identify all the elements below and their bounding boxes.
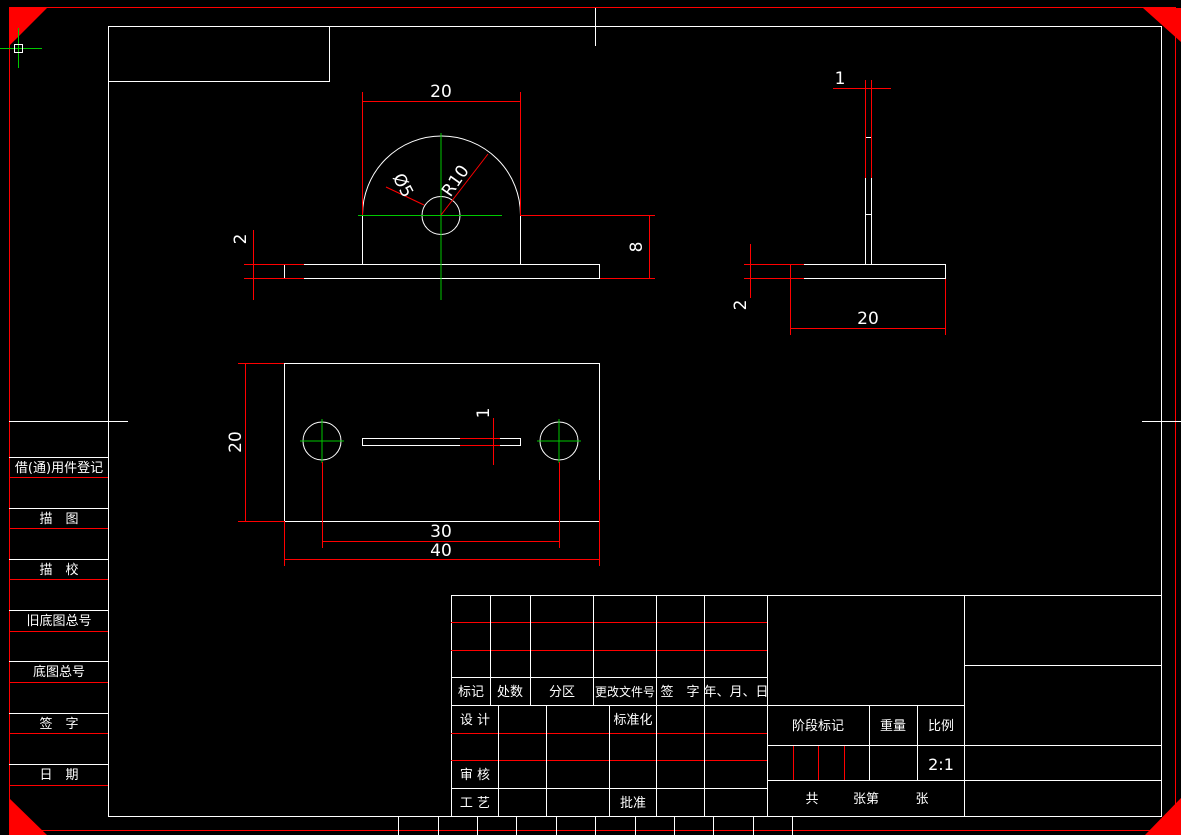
corner-mark-bottom-left: [9, 798, 47, 835]
top-dim-height: 20: [226, 431, 246, 453]
label-stage-mark: 阶段标记: [792, 719, 844, 734]
top-dim-hole-spacing: 30: [430, 522, 452, 542]
sheet-border: [9, 7, 1181, 835]
corner-mark-top-left: [9, 8, 47, 46]
label-sheets-unit: 张: [915, 792, 928, 807]
front-dim-thickness: 2: [231, 234, 251, 245]
corner-mark-top-right: [1143, 8, 1181, 42]
label-design: 设 计: [460, 713, 490, 728]
label-standardize: 标准化: [613, 713, 652, 728]
corner-mark-bottom-right: [1145, 798, 1181, 835]
rev-header-doc: 更改文件号: [595, 684, 655, 699]
rev-header-count: 处数: [497, 685, 523, 700]
left-item-drawing: 描 图: [39, 512, 78, 527]
label-approve: 批准: [620, 796, 646, 811]
side-view: 1 2 20: [731, 69, 946, 335]
left-item-registration: 借(通)用件登记: [15, 461, 103, 476]
rev-header-sign: 签 字: [660, 684, 699, 700]
left-item-base-number: 底图总号: [33, 664, 85, 680]
left-item-signature: 签 字: [39, 716, 78, 732]
value-scale: 2:1: [928, 755, 954, 774]
label-weight: 重量: [880, 718, 906, 734]
rev-header-zone: 分区: [549, 685, 575, 700]
left-item-old-number: 旧底图总号: [26, 613, 91, 629]
left-item-check: 描 校: [39, 562, 78, 578]
side-dim-plate: 1: [835, 69, 846, 89]
rev-header-mark: 标记: [458, 685, 484, 700]
rev-header-date: 年、月、日: [703, 685, 768, 700]
top-dim-slot: 1: [474, 408, 494, 419]
label-process: 工 艺: [460, 796, 490, 811]
top-dim-length: 40: [430, 541, 452, 561]
side-dim-width: 20: [857, 309, 879, 329]
front-dim-width: 20: [430, 82, 452, 102]
crosshair-cursor-icon: [0, 28, 42, 68]
label-sheets-index: 张第: [853, 792, 879, 807]
title-block: 标记 处数 分区 更改文件号 签 字 年、月、日 设 计 标准化 审 核 工 艺…: [398, 595, 1162, 835]
side-dim-thickness: 2: [731, 300, 751, 311]
front-dim-height: 8: [627, 242, 647, 253]
top-view: 20 1 30 40: [226, 363, 600, 566]
front-dim-radius: R10: [438, 162, 474, 201]
front-view: 20 Ø5 R10 8 2: [231, 82, 655, 300]
label-scale: 比例: [928, 719, 954, 734]
front-dim-hole: Ø5: [388, 170, 417, 201]
label-review: 审 核: [460, 768, 490, 783]
left-item-date: 日 期: [39, 768, 78, 783]
left-registration-column: 借(通)用件登记 描 图 描 校 旧底图总号 底图总号 签 字 日 期: [9, 457, 108, 786]
label-sheets-total: 共: [805, 792, 818, 807]
